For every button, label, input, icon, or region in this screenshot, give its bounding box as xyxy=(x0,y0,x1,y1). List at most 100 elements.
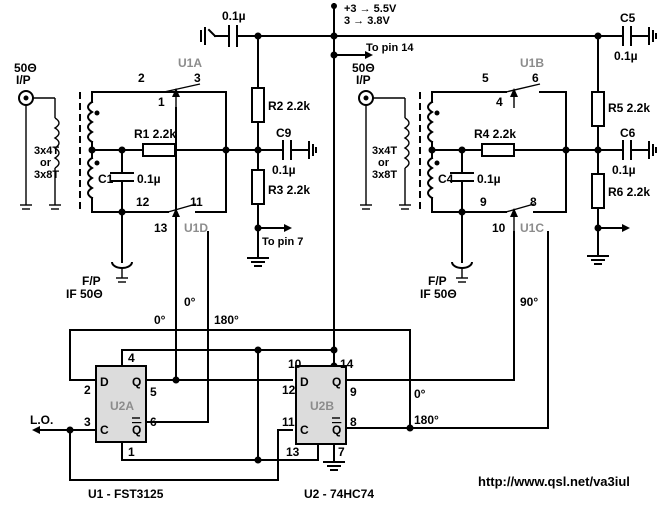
r4-resistor xyxy=(481,143,515,157)
u1c-pin8: 8 xyxy=(530,195,537,209)
right-transformer xyxy=(419,91,501,213)
u2b-pin12: 12 xyxy=(282,383,296,397)
u1b-pin4: 4 xyxy=(496,95,503,109)
left-fp-output xyxy=(111,261,133,283)
r2-r3-divider xyxy=(222,35,317,267)
r1-label: R1 2.2k xyxy=(134,127,176,141)
c6-value: 0.1µ xyxy=(612,163,636,177)
right-coil-or: or xyxy=(378,157,390,169)
r1-resistor xyxy=(142,143,176,157)
u2b-label: U2B xyxy=(310,399,334,413)
u2a-flipflop xyxy=(95,365,147,443)
u1a-label: U1A xyxy=(178,56,202,70)
u1b-pin6: 6 xyxy=(532,71,539,85)
left-coil-or: or xyxy=(40,157,52,169)
u1a-pin2: 2 xyxy=(138,71,145,85)
phase-180-top: 180° xyxy=(214,313,239,327)
u2b-q: Q xyxy=(332,375,341,389)
left-coil-turns-1: 3x4T xyxy=(34,145,59,157)
source-url: http://www.qsl.net/va3iul xyxy=(478,474,630,489)
u1-part-label: U1 - FST3125 xyxy=(88,487,164,501)
left-input-label: I/P xyxy=(16,73,31,87)
left-coil-turns-2: 3x8T xyxy=(34,169,59,181)
u1a-pin1: 1 xyxy=(158,95,165,109)
u2a-pin3: 3 xyxy=(84,415,91,429)
right-fp-output xyxy=(451,261,473,283)
phase-0-left: 0° xyxy=(154,313,166,327)
u1d-pin12: 12 xyxy=(136,195,150,209)
c1-capacitor xyxy=(110,149,134,263)
left-fp-impedance: IF 50Θ xyxy=(66,287,103,301)
u1a-pin3: 3 xyxy=(194,71,201,85)
u2b-d: D xyxy=(300,375,309,389)
u1b-pin5: 5 xyxy=(482,71,489,85)
supply-voltage-label: +3 → 5.5V xyxy=(344,3,397,15)
c4-capacitor xyxy=(450,149,474,263)
to-pin14-label: To pin 14 xyxy=(366,42,414,54)
c9-label: C9 xyxy=(276,126,292,140)
r5-r6-divider xyxy=(587,26,657,265)
r3-label: R3 2.2k xyxy=(268,183,310,197)
u2a-qbar: Q xyxy=(132,423,141,437)
u1c-switch xyxy=(499,203,567,232)
u1d-label: U1D xyxy=(184,221,208,235)
u2b-pin9: 9 xyxy=(350,385,357,399)
u2a-pin1: 1 xyxy=(128,445,135,459)
u1c-pin9: 9 xyxy=(480,195,487,209)
c6-label: C6 xyxy=(620,126,636,140)
c1-label: C1 xyxy=(98,172,114,186)
lo-label: L.O. xyxy=(30,413,53,427)
u2a-pin4: 4 xyxy=(128,351,135,365)
u2b-pin8: 8 xyxy=(350,415,357,429)
u2b-c: C xyxy=(300,423,309,437)
phase-180-out: 180° xyxy=(414,413,439,427)
c5-value: 0.1µ xyxy=(614,49,638,63)
r4-label: R4 2.2k xyxy=(474,127,516,141)
u2b-flipflop xyxy=(295,365,347,445)
u1d-pin13: 13 xyxy=(154,221,168,235)
u2a-pin6: 6 xyxy=(150,415,157,429)
u1b-switch xyxy=(499,83,570,213)
u2a-q: Q xyxy=(132,375,141,389)
u2b-pin11: 11 xyxy=(282,415,295,429)
u2a-label: U2A xyxy=(110,399,134,413)
to-pin7-label: To pin 7 xyxy=(262,236,303,248)
u1d-switch xyxy=(161,149,227,232)
phase-0-top: 0° xyxy=(184,295,196,309)
c4-label: C4 xyxy=(438,172,454,186)
left-transformer xyxy=(79,91,163,213)
u2b-pin7: 7 xyxy=(338,445,345,459)
u2b-pin14: 14 xyxy=(340,357,354,371)
right-input-label: I/P xyxy=(356,73,371,87)
c4-value: 0.1µ xyxy=(477,172,501,186)
right-coil-turns-2: 3x8T xyxy=(372,169,397,181)
r5-label: R5 2.2k xyxy=(608,101,650,115)
phase-90: 90° xyxy=(520,295,538,309)
phase-0-out: 0° xyxy=(414,387,426,401)
u1d-pin11: 11 xyxy=(190,195,203,209)
right-coil-turns-1: 3x4T xyxy=(372,145,397,157)
u1c-pin10: 10 xyxy=(492,221,506,235)
u2b-pin10: 10 xyxy=(288,357,302,371)
right-fp-label: F/P xyxy=(428,274,447,288)
u2a-pin5: 5 xyxy=(150,385,157,399)
logic-wiring xyxy=(32,107,549,481)
u2a-pin2: 2 xyxy=(84,383,91,397)
u1a-switch xyxy=(161,83,227,151)
u2b-pin13: 13 xyxy=(286,445,300,459)
right-input-impedance: 50Θ xyxy=(352,61,375,75)
right-fp-impedance: IF 50Θ xyxy=(420,287,457,301)
c5-label: C5 xyxy=(620,11,636,25)
left-input-impedance: 50Θ xyxy=(14,61,37,75)
u2b-qbar: Q xyxy=(332,423,341,437)
u1b-label: U1B xyxy=(520,56,544,70)
left-fp-label: F/P xyxy=(82,274,101,288)
u2a-d: D xyxy=(100,375,109,389)
c9-value: 0.1µ xyxy=(272,163,296,177)
c1-value: 0.1µ xyxy=(137,172,161,186)
u2-part-label: U2 - 74HC74 xyxy=(304,487,374,501)
supply-voltage-label-2: 3 → 3.8V xyxy=(344,15,391,27)
r6-label: R6 2.2k xyxy=(608,185,650,199)
u2a-c: C xyxy=(100,423,109,437)
